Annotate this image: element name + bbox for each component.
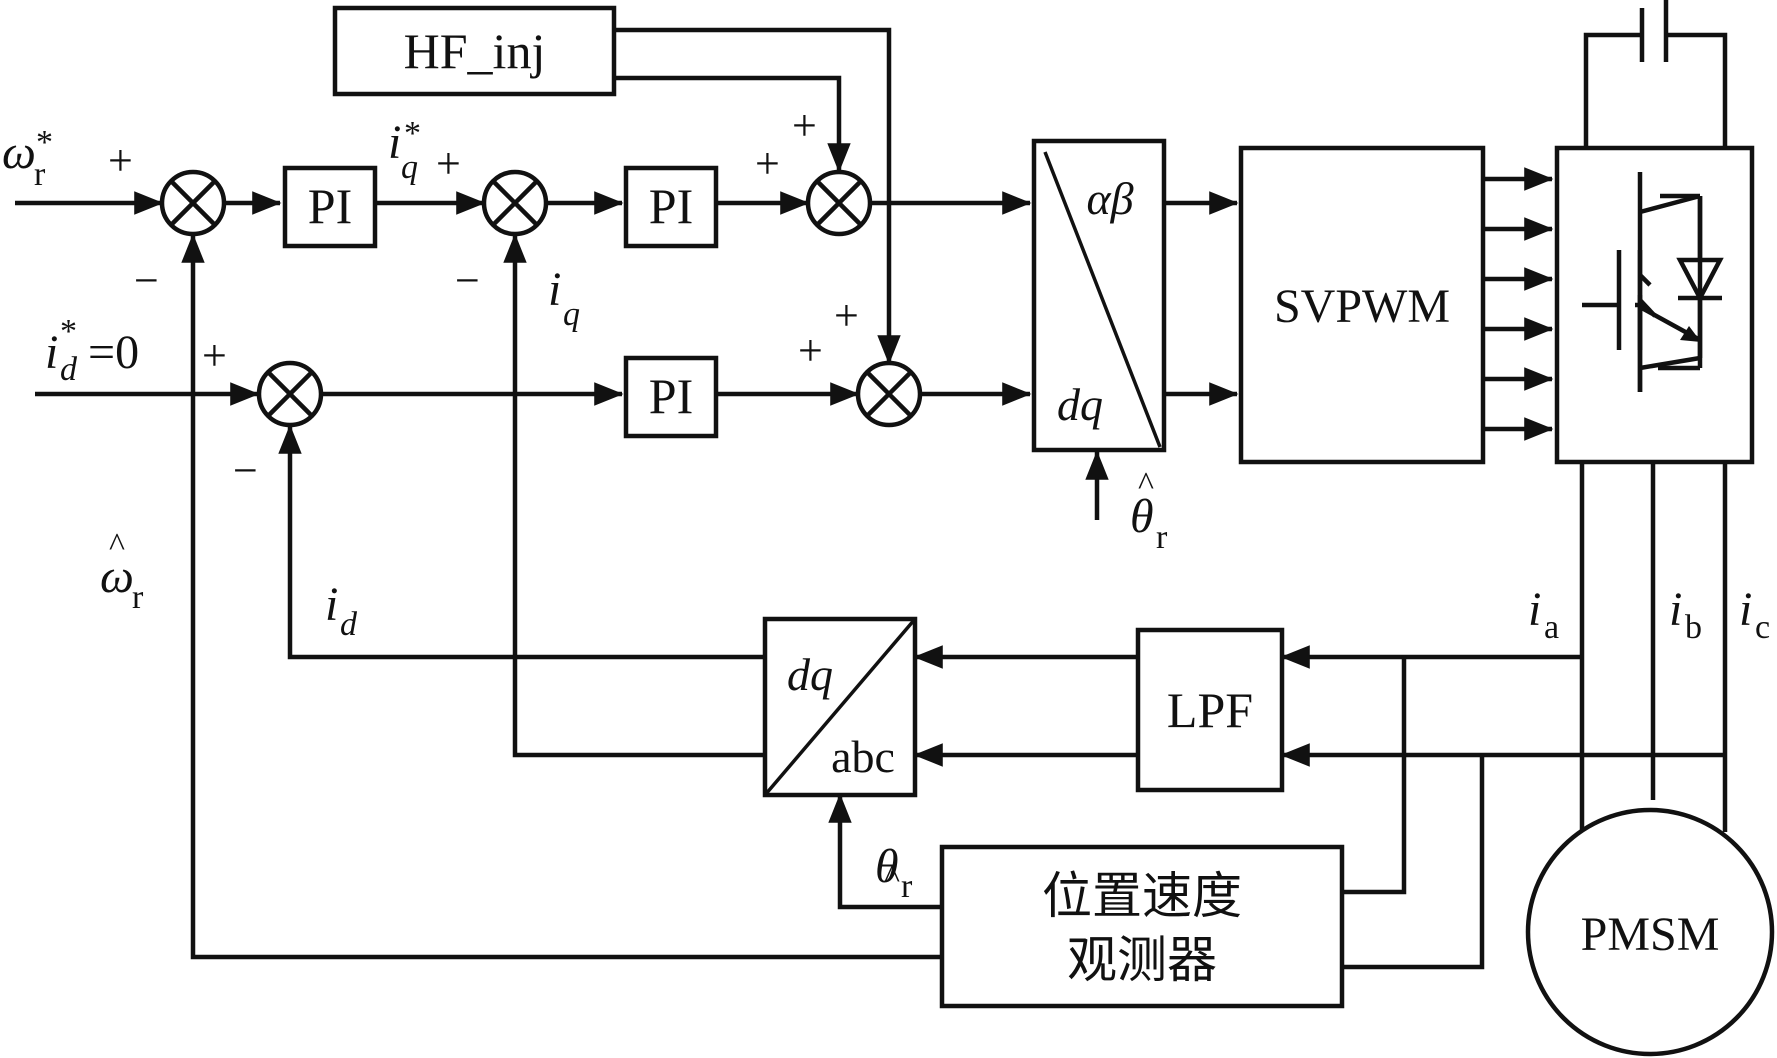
- hf-to-q-wire: [614, 75, 851, 173]
- park-alpha-beta-label: αβ: [1086, 173, 1133, 224]
- theta-hat-inv-sub: r: [901, 868, 913, 905]
- id-ref-symbol: i: [45, 326, 58, 379]
- lpf-label: LPF: [1167, 682, 1253, 738]
- sign-plus-hf-q: +: [792, 101, 817, 150]
- omega-ref-sup: *: [36, 124, 53, 161]
- ia-sub: a: [1544, 609, 1559, 646]
- omega-hat-sub: r: [132, 579, 144, 616]
- theta-to-invpark-wire: [828, 793, 942, 910]
- park-transform-block: αβ dq: [1031, 138, 1167, 453]
- id-pi-block: PI: [623, 355, 719, 439]
- dc-link-right-wire: [1666, 32, 1728, 148]
- speed-pi-label: PI: [308, 178, 352, 234]
- omega-ref-symbol: ω: [2, 126, 36, 179]
- iq-pi-block: PI: [623, 165, 719, 249]
- inverse-park-block: dq abc: [762, 616, 918, 798]
- hf-to-d-wire: [614, 27, 901, 365]
- theta-hat-park-symbol: θ: [1130, 490, 1154, 543]
- sign-minus-id: −: [233, 446, 258, 495]
- lpf-block: LPF: [1135, 627, 1285, 793]
- invpark-abc-label: abc: [831, 731, 895, 782]
- iq-ref-symbol: i: [388, 116, 401, 169]
- sum-iq: [481, 169, 549, 237]
- theta-hat-park-accent: ^: [1138, 466, 1154, 503]
- ic-to-observer-wire: [1342, 755, 1485, 970]
- id-fb-sub: d: [340, 606, 358, 643]
- iq-fb-sub: q: [563, 296, 580, 333]
- theta-hat-inv-symbol: θ: [875, 840, 899, 893]
- sign-plus-vq: +: [755, 139, 780, 188]
- park-dq-label: dq: [1057, 379, 1103, 430]
- inverter-block: [1554, 145, 1755, 465]
- omega-ref-sub: r: [34, 156, 46, 193]
- theta-hat-park-sub: r: [1156, 519, 1168, 556]
- iq-pi-label: PI: [649, 178, 693, 234]
- hf-inj-block: HF_inj: [332, 5, 617, 97]
- ib-sub: b: [1685, 609, 1702, 646]
- observer-label-line2: 观测器: [1067, 931, 1217, 989]
- sum-id: [256, 360, 324, 428]
- ib-symbol: i: [1669, 583, 1682, 636]
- ia-symbol: i: [1528, 583, 1541, 636]
- id-ref-value: =0: [88, 326, 139, 379]
- dc-link-left-wire: [1583, 32, 1642, 148]
- speed-pi-block: PI: [282, 165, 378, 249]
- invpark-dq-label: dq: [787, 649, 833, 700]
- observer-label-line1: 位置速度: [1042, 867, 1242, 925]
- theta-hat-inv-accent: ^: [884, 859, 900, 896]
- sum-speed: [159, 169, 227, 237]
- freewheel-diode-icon: [1658, 193, 1724, 371]
- id-fb-symbol: i: [325, 578, 338, 631]
- pmsm-motor: PMSM: [1525, 807, 1775, 1057]
- sign-plus-id: +: [202, 331, 227, 380]
- iq-feedback-wire: [503, 233, 765, 758]
- id-feedback-wire: [278, 424, 765, 660]
- signal-labels: ω r * i q * i d * =0 i q i d ^ ω r ^ θ r…: [2, 115, 1770, 905]
- ia-to-observer-wire: [1342, 657, 1407, 895]
- signal-wires: [15, 0, 1728, 970]
- svpwm-label: SVPWM: [1274, 280, 1450, 333]
- iq-fb-symbol: i: [548, 263, 561, 316]
- iq-ref-sub: q: [401, 149, 418, 186]
- id-pi-label: PI: [649, 368, 693, 424]
- ic-sub: c: [1755, 609, 1770, 646]
- sign-plus-omega: +: [108, 136, 133, 185]
- omega-feedback-wire: [181, 233, 942, 960]
- sign-plus-iq: +: [436, 139, 461, 188]
- iq-ref-sup: *: [404, 115, 421, 152]
- omega-hat-accent: ^: [109, 527, 125, 564]
- sum-vq-hf: [805, 169, 873, 237]
- omega-hat-symbol: ω: [100, 550, 134, 603]
- id-ref-sub: d: [60, 351, 78, 388]
- sum-vd-hf: [855, 360, 923, 428]
- sign-plus-hf-d: +: [834, 291, 859, 340]
- sign-minus-iq: −: [455, 256, 480, 305]
- sign-plus-vd: +: [798, 326, 823, 375]
- hf-inj-label: HF_inj: [404, 23, 546, 79]
- pmsm-label: PMSM: [1581, 908, 1720, 961]
- sign-minus-omega: −: [134, 256, 159, 305]
- id-ref-sup: *: [60, 313, 77, 350]
- sum-signs: + − + − + + + − + +: [108, 101, 859, 495]
- observer-block: 位置速度 观测器: [939, 844, 1345, 1009]
- ic-symbol: i: [1739, 583, 1752, 636]
- svpwm-block: SVPWM: [1238, 145, 1486, 465]
